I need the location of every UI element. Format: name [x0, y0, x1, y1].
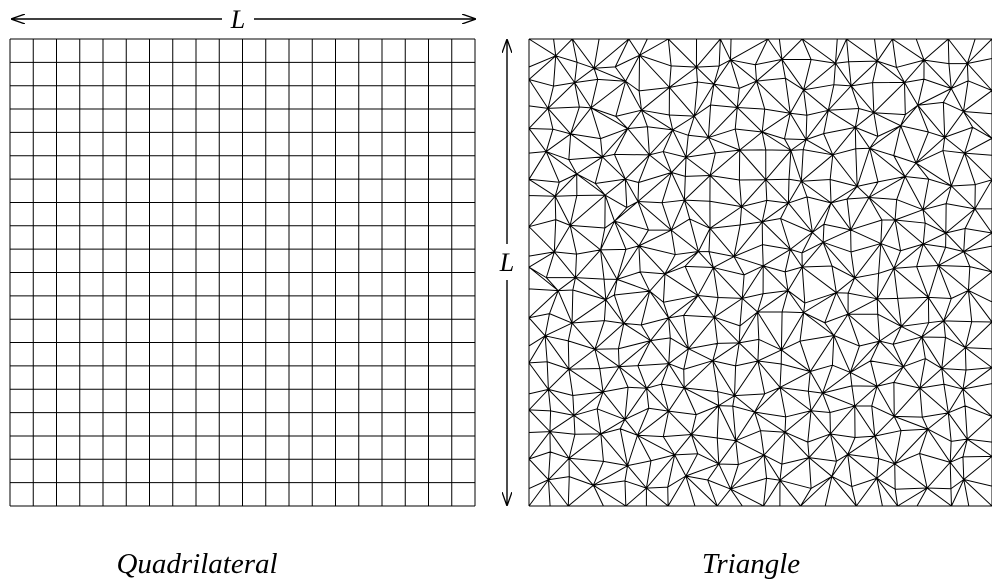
- top-dimension-arrow: L: [12, 5, 475, 34]
- side-dimension-arrow: L: [499, 40, 514, 505]
- top-dimension-label: L: [230, 5, 245, 34]
- side-dimension-label: L: [499, 248, 514, 277]
- quadrilateral-mesh: [9, 38, 476, 507]
- quad-grid-lines: [9, 38, 476, 507]
- triangle-edges: [528, 38, 992, 507]
- caption-quadrilateral: Quadrilateral: [116, 548, 277, 580]
- triangle-mesh: [528, 38, 992, 507]
- caption-triangle: Triangle: [702, 548, 800, 580]
